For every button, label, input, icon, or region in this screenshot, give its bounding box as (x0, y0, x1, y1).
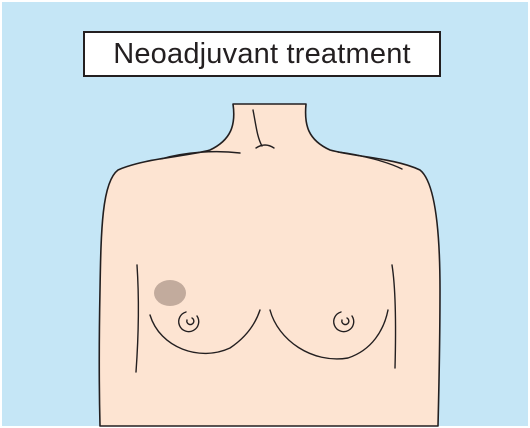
torso-body (99, 104, 440, 426)
figure-title: Neoadjuvant treatment (83, 31, 441, 77)
tumor-mass (154, 280, 186, 306)
